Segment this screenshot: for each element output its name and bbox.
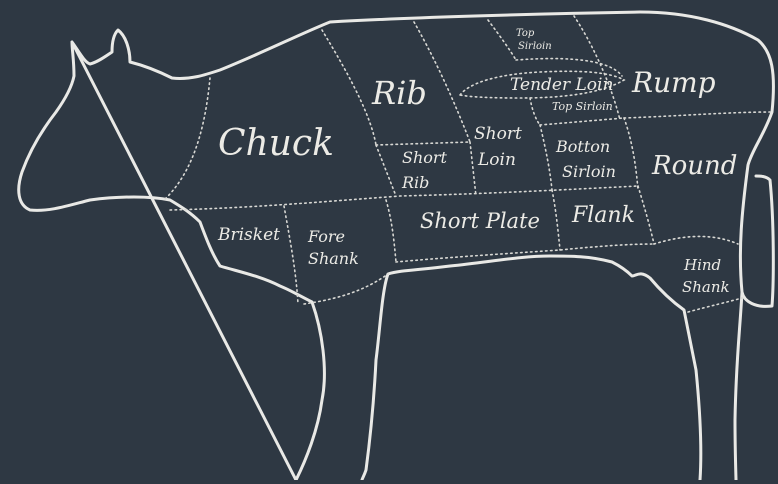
label-tender-loin: Tender Loin xyxy=(510,75,613,95)
label-short-loin-1: Short xyxy=(474,124,522,144)
label-bottom-sirloin-2: Sirloin xyxy=(562,162,616,181)
label-short-rib-1: Short xyxy=(402,148,448,167)
label-flank: Flank xyxy=(571,203,635,228)
label-fore-shank-2: Shank xyxy=(308,249,359,268)
label-chuck: Chuck xyxy=(218,123,334,164)
label-round: Round xyxy=(651,151,737,181)
label-short-rib-2: Rib xyxy=(401,173,429,192)
label-fore-shank-1: Fore xyxy=(307,227,345,246)
label-rib: Rib xyxy=(371,74,427,112)
label-brisket: Brisket xyxy=(217,225,280,245)
label-top-sirloin-lower: Top Sirloin xyxy=(552,100,613,113)
label-short-loin-2: Loin xyxy=(477,150,516,170)
label-rump: Rump xyxy=(631,66,716,99)
label-hind-shank-1: Hind xyxy=(683,256,721,274)
label-short-plate: Short Plate xyxy=(420,209,540,233)
label-hind-shank-2: Shank xyxy=(682,278,730,296)
label-top-sirloin-upper-1: Top xyxy=(516,28,535,39)
label-top-sirloin-upper-2: Sirloin xyxy=(518,41,552,52)
label-bottom-sirloin-1: Botton xyxy=(555,137,610,156)
